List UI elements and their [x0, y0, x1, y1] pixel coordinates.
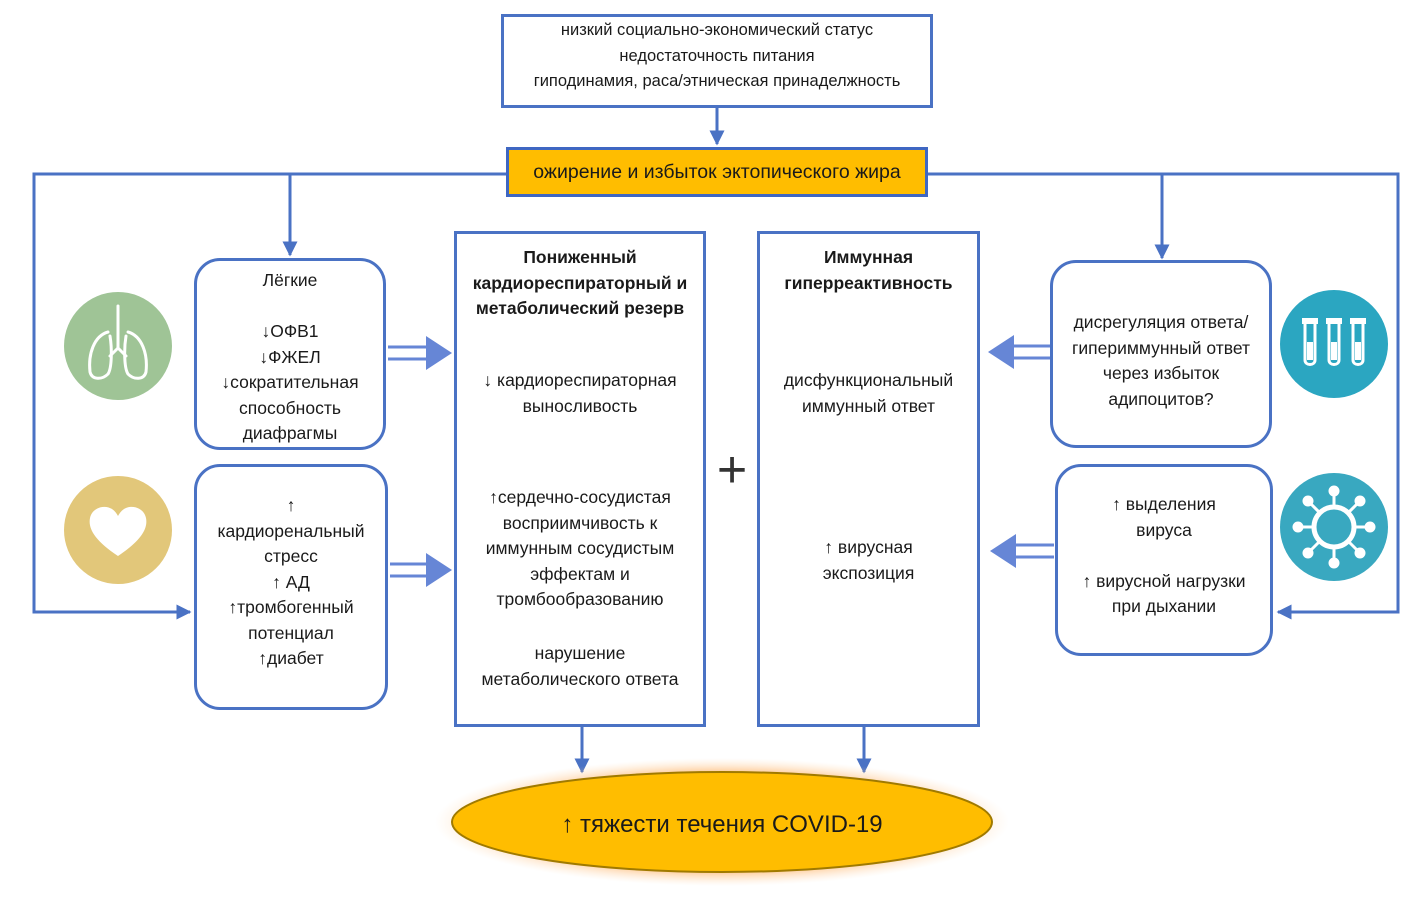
cardio-item: ↑диабет — [258, 648, 324, 668]
fat-arrow-virus-to-immune — [1012, 543, 1054, 559]
virus-line: ↑ выделения — [1112, 494, 1216, 514]
reserve-line: ↑сердечно-сосудистая — [489, 487, 671, 507]
lungs-item: способность — [239, 397, 341, 418]
test-tubes-icon — [1280, 290, 1388, 398]
immune-title-line: Иммунная — [823, 247, 914, 267]
lungs-item: диафрагмы — [242, 423, 338, 443]
reserve-line: иммунным сосудистым — [485, 538, 675, 558]
immune-box — [757, 231, 980, 727]
lungs-item: ↓сократительная — [221, 372, 359, 392]
virus-shedding-text: ↑ выделения вируса ↑ вирусной нагрузки п… — [1055, 492, 1273, 620]
lungs-icon — [64, 292, 172, 400]
outcome-label: ↑ тяжести течения COVID-19 — [561, 811, 883, 838]
immune-line: дисфункциональный — [783, 370, 954, 390]
reserve-title-line: метаболический резерв — [475, 298, 685, 318]
cardio-item: кардиоренальный — [217, 520, 365, 541]
reserve-line: эффектам и — [530, 563, 630, 584]
outcome-ellipse — [451, 771, 993, 873]
dysreg-line: адипоцитов? — [1108, 388, 1214, 409]
fat-arrow-dysreg-to-immune — [1010, 344, 1052, 360]
reserve-line: нарушение — [534, 643, 626, 663]
lungs-title: Лёгкие — [262, 270, 318, 290]
risk-line-3: гиподинамия, раса/этническая принаделжно… — [533, 72, 901, 90]
virus-icon — [1280, 473, 1388, 581]
lungs-item: ↓ФЖЕЛ — [259, 346, 321, 367]
immune-title-line: гиперреактивность — [784, 272, 953, 293]
risk-line-1: низкий социально-экономический статус — [560, 21, 874, 39]
reserve-block-1: ↓ кардиореспираторная выносливость — [454, 368, 706, 419]
dysreg-line: через избыток — [1102, 363, 1220, 383]
reserve-box — [454, 231, 706, 727]
fat-arrow-cardio-to-reserve — [390, 562, 430, 578]
lungs-text: Лёгкие ↓ОФВ1 ↓ФЖЕЛ ↓сократительная спосо… — [194, 268, 386, 447]
virus-line — [1055, 543, 1273, 569]
reserve-block-2: ↑сердечно-сосудистая восприимчивость к и… — [454, 485, 706, 613]
reserve-title: Пониженный кардиореспираторный и метабол… — [454, 245, 706, 322]
heart-icon — [64, 476, 172, 584]
reserve-title-line: кардиореспираторный и — [472, 272, 688, 293]
obesity-box — [506, 147, 928, 197]
arrow-obesity-to-cardio — [32, 172, 506, 620]
reserve-line: тромбообразованию — [496, 589, 664, 609]
dysreg-line: дисрегуляция ответа/ — [1073, 312, 1249, 332]
immune-line: иммунный ответ — [802, 395, 935, 416]
immune-block-1: дисфункциональный иммунный ответ — [757, 368, 980, 419]
virus-line: при дыхании — [1111, 596, 1217, 616]
reserve-line: метаболического ответа — [481, 668, 679, 689]
cardio-item: потенциал — [248, 622, 334, 643]
immune-line: ↑ вирусная — [824, 537, 913, 557]
reserve-line: восприимчивость к — [502, 512, 658, 533]
reserve-line: ↓ кардиореспираторная — [483, 370, 677, 390]
obesity-label: ожирение и избыток эктопического жира — [533, 161, 901, 183]
virus-shedding-box — [1055, 464, 1273, 656]
reserve-title-line: Пониженный — [523, 247, 637, 267]
reserve-block-3: нарушение метаболического ответа — [454, 641, 706, 692]
reserve-line: выносливость — [522, 395, 638, 416]
risk-line-2: недостаточность питания — [619, 46, 815, 65]
cardio-item: ↑ — [286, 495, 296, 515]
risk-factors-text: низкий социально-экономический статус не… — [501, 18, 933, 95]
cardio-item: стресс — [264, 546, 318, 566]
cardio-text: ↑ кардиоренальный стресс ↑ АД ↑тромбоген… — [194, 493, 388, 672]
cardio-item: ↑ АД — [272, 571, 310, 592]
virus-line: вируса — [1136, 519, 1192, 540]
cardio-item: ↑тромбогенный — [228, 597, 354, 617]
immune-block-2: ↑ вирусная экспозиция — [757, 535, 980, 586]
fat-arrow-lungs-to-reserve — [388, 345, 430, 361]
virus-line: ↑ вирусной нагрузки — [1082, 570, 1246, 591]
immune-title: Иммунная гиперреактивность — [757, 245, 980, 296]
immune-line: экспозиция — [822, 562, 915, 583]
dysregulation-box — [1050, 260, 1272, 448]
plus-sign: + — [716, 441, 748, 499]
cardio-box — [194, 464, 388, 710]
dysregulation-text: дисрегуляция ответа/ гипериммунный ответ… — [1050, 310, 1272, 412]
lungs-item: ↓ОФВ1 — [261, 321, 319, 341]
lungs-box — [194, 258, 386, 450]
dysreg-line: гипериммунный ответ — [1071, 337, 1251, 358]
risk-factors-box — [501, 14, 933, 108]
